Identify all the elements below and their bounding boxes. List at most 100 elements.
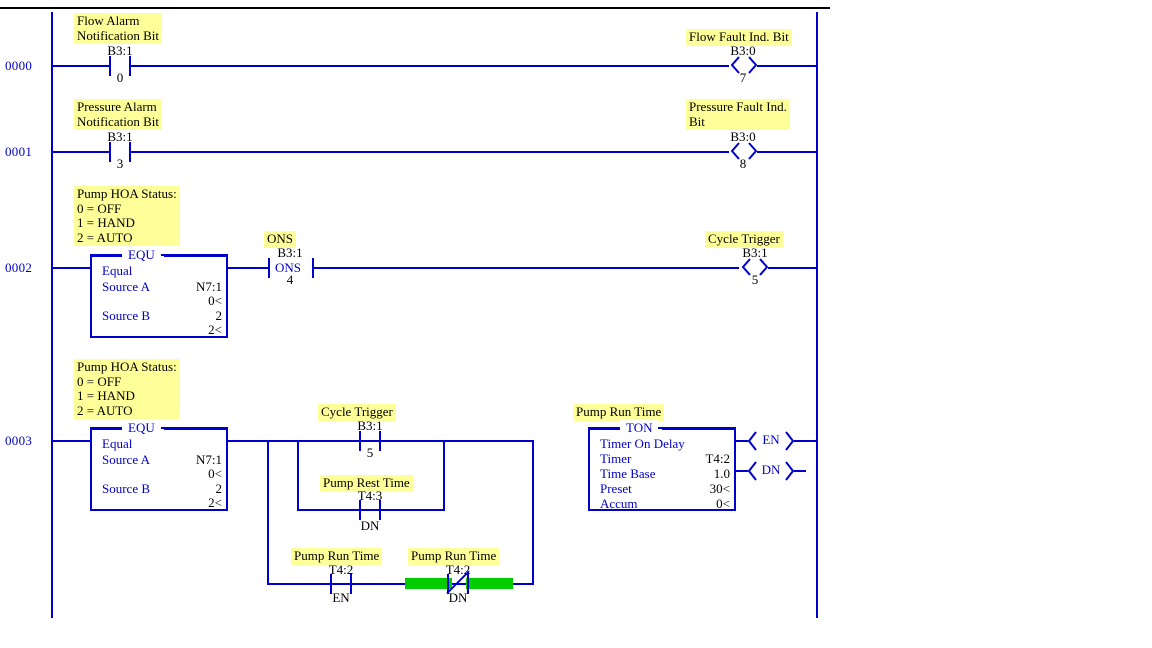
ton-timebase-label: Time Base — [600, 466, 656, 481]
contact-pump-rest-time-dn[interactable] — [359, 500, 381, 520]
wire-ton-dn-right — [794, 470, 806, 472]
branch-vertical-inner-left — [297, 440, 299, 511]
branch-inner-bottom-rail — [297, 509, 443, 511]
wire-rung2-left — [51, 267, 90, 269]
top-border-line — [0, 7, 830, 9]
wire-rung3-left — [51, 440, 90, 442]
contact-flow-alarm-bit[interactable] — [109, 56, 131, 76]
address-ons: B3:1 — [277, 245, 303, 260]
right-power-rail — [816, 12, 818, 618]
ton-line1: Timer On Delay — [600, 436, 685, 451]
branch-vertical-inner-right — [443, 440, 445, 511]
bit-branch-cycle-trigger: 5 — [366, 445, 374, 460]
contact-pump-run-time-dn[interactable] — [446, 570, 470, 594]
wire-ton-dn-left — [736, 470, 748, 472]
rung-number-0000: 0000 — [5, 58, 33, 73]
equ-title-rule-left — [92, 428, 122, 430]
wire-ton-en-right — [794, 440, 818, 442]
equ-source-a-value-rung2: N7:1 — [196, 279, 222, 294]
ton-timebase-value: 1.0 — [713, 466, 730, 481]
equ-title-rung3: EQU — [122, 420, 161, 436]
contact-bar-left — [330, 574, 332, 594]
comment-pump-rest-time: Pump Rest Time — [320, 475, 413, 492]
contact-cycle-trigger[interactable] — [359, 431, 381, 451]
ton-accum-label: Accum — [600, 496, 638, 511]
bit-branch-pump-run-time-dn: DN — [448, 590, 468, 605]
equ-title-rung2: EQU — [122, 247, 161, 263]
wire-rung1-mid — [131, 151, 729, 153]
wire-rung2-right — [768, 267, 818, 269]
ton-title: TON — [620, 420, 659, 436]
wire-rung0-right — [757, 65, 818, 67]
equ-block-rung2[interactable]: EQU Equal Source A N7:1 0< Source B 2 2< — [90, 247, 228, 338]
coil-ton-dn-label: DN — [761, 462, 781, 477]
left-power-rail — [51, 12, 53, 618]
bit-rung2-output: 5 — [751, 272, 759, 287]
comment-pump-hoa-status-rung3: Pump HOA Status: 0 = OFF 1 = HAND 2 = AU… — [74, 359, 180, 419]
rung-number-0003: 0003 — [5, 433, 33, 448]
bit-rung0-input: 0 — [116, 70, 124, 85]
rung-number-0001: 0001 — [5, 144, 33, 159]
energized-highlight-left — [405, 578, 452, 589]
contact-bar-left — [447, 574, 449, 594]
comment-pressure-fault-ind: Pressure Fault Ind. Bit — [686, 99, 790, 130]
address-rung0-output: B3:0 — [730, 43, 756, 58]
contact-bar-right — [379, 500, 381, 520]
wire-rung0-left — [51, 65, 109, 67]
equ-title-rule-left — [92, 255, 122, 257]
coil-ton-en[interactable]: EN — [747, 431, 795, 451]
instruction-ons[interactable] — [268, 258, 314, 278]
equ-source-b-label-rung3: Source B — [102, 481, 151, 496]
ton-title-rule-right — [662, 428, 734, 430]
branch-bottom-rail — [267, 583, 534, 585]
coil-ton-en-label: EN — [762, 432, 780, 447]
contact-bar-left — [359, 431, 361, 451]
coil-pressure-fault-ind-bit[interactable] — [729, 142, 759, 160]
bit-rung1-output: 8 — [739, 156, 747, 171]
bit-rung1-input: 3 — [116, 156, 124, 171]
ton-title-rule-left — [590, 428, 620, 430]
ton-preset-label: Preset — [600, 481, 632, 496]
address-rung0-input: B3:1 — [107, 43, 133, 58]
address-branch-pump-run-time-dn: T4:2 — [445, 562, 471, 577]
ton-block[interactable]: TON Timer On Delay Timer T4:2 Time Base … — [588, 420, 736, 511]
equ-source-b-actual-rung3: 2< — [208, 495, 222, 510]
ons-bar-right — [312, 258, 314, 278]
ton-accum-value: 0< — [716, 496, 730, 511]
contact-bar-left — [109, 142, 111, 162]
wire-ton-en-left — [736, 440, 748, 442]
address-branch-cycle-trigger: B3:1 — [357, 418, 383, 433]
comment-pump-run-time-ton: Pump Run Time — [573, 404, 665, 421]
ons-mnemonic: ONS — [275, 260, 302, 275]
equ-block-rung3[interactable]: EQU Equal Source A N7:1 0< Source B 2 2< — [90, 420, 228, 511]
contact-pump-run-time-en[interactable] — [330, 574, 352, 594]
equ-line1-rung3: Equal — [102, 436, 133, 451]
address-branch-pump-run-time-en: T4:2 — [328, 562, 354, 577]
contact-bar-right — [350, 574, 352, 594]
coil-cycle-trigger[interactable] — [740, 258, 770, 276]
comment-pump-run-time-dn: Pump Run Time — [408, 548, 500, 565]
normally-closed-slash-icon — [446, 570, 470, 594]
ton-timer-label: Timer — [600, 451, 632, 466]
equ-source-a-value-rung3: N7:1 — [196, 452, 222, 467]
wire-rung3-equ-to-branch — [228, 440, 534, 442]
contact-pressure-alarm-bit[interactable] — [109, 142, 131, 162]
ons-bar-left — [268, 258, 270, 278]
contact-bar-left — [109, 56, 111, 76]
bit-rung0-output: 7 — [739, 70, 747, 85]
comment-flow-alarm: Flow Alarm Notification Bit — [74, 13, 162, 44]
comment-pressure-alarm: Pressure Alarm Notification Bit — [74, 99, 162, 130]
equ-line1-rung2: Equal — [102, 263, 133, 278]
address-rung1-output: B3:0 — [730, 129, 756, 144]
wire-rung0-mid — [131, 65, 729, 67]
coil-ton-dn[interactable]: DN — [747, 461, 795, 481]
comment-pump-run-time-en: Pump Run Time — [291, 548, 383, 565]
contact-bar-left — [359, 500, 361, 520]
coil-flow-fault-ind-bit[interactable] — [729, 56, 759, 74]
equ-source-a-actual-rung2: 0< — [208, 293, 222, 308]
wire-rung2-equ-to-ons — [228, 267, 268, 269]
energized-highlight-right — [466, 578, 513, 589]
equ-source-a-label-rung3: Source A — [102, 452, 151, 467]
branch-vertical-outer-left — [267, 440, 269, 585]
